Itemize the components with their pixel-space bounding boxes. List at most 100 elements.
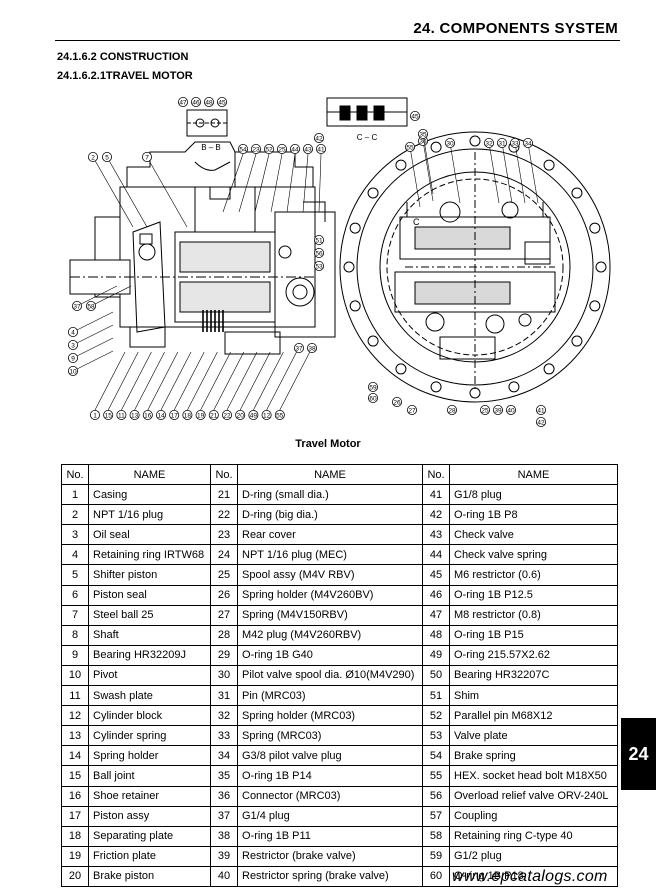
- part-name: O-ring 1B P12.5: [449, 584, 618, 606]
- part-name: Brake spring: [449, 745, 618, 767]
- leader-line: [422, 133, 434, 195]
- callout-top: 41: [315, 144, 326, 155]
- part-name: Pivot: [88, 664, 211, 687]
- part-name: Ball joint: [88, 765, 211, 787]
- part-number: 15: [61, 765, 89, 787]
- callout-rearview-bottom: 28: [446, 404, 457, 415]
- svg-text:30: 30: [446, 140, 454, 147]
- leader-line: [160, 351, 192, 411]
- callout-left: 9: [67, 352, 78, 363]
- part-number: 29: [210, 644, 238, 666]
- part-name: Coupling: [449, 805, 618, 827]
- svg-text:56: 56: [315, 250, 323, 257]
- part-number: 45: [422, 564, 450, 586]
- part-number: 31: [210, 685, 238, 707]
- leader-line: [422, 140, 434, 202]
- part-name: D-ring (big dia.): [237, 504, 423, 526]
- bolt-hole: [508, 381, 520, 393]
- header-name-1: NAME: [88, 463, 211, 486]
- svg-text:5: 5: [105, 154, 109, 161]
- part-name: Shoe retainer: [88, 785, 211, 807]
- svg-text:49: 49: [250, 412, 258, 419]
- svg-text:35: 35: [419, 131, 427, 138]
- part-number: 26: [210, 584, 238, 606]
- leader-line: [213, 351, 245, 411]
- callout-rearview-bottom: 41: [535, 404, 546, 415]
- callout-bottom: 11: [116, 409, 127, 420]
- part-name: Cylinder spring: [88, 725, 211, 747]
- callout-rearview-bottom: 39: [492, 404, 503, 415]
- svg-text:28: 28: [448, 407, 456, 414]
- leader-line: [222, 153, 244, 213]
- leader-line: [318, 153, 322, 213]
- callout-bottom: 13: [129, 409, 140, 420]
- bolt-hole: [395, 363, 407, 375]
- part-name: M42 plug (M4V260RBV): [237, 624, 423, 646]
- svg-text:44: 44: [291, 146, 299, 153]
- leader-line: [106, 156, 148, 228]
- callout-rearview-bottom: 60: [367, 392, 378, 403]
- header-no-2: No.: [210, 463, 238, 486]
- part-name: Spool assy (M4V RBV): [237, 564, 423, 586]
- svg-text:11: 11: [118, 412, 125, 419]
- callout-top: 23: [250, 144, 261, 155]
- callout-left: 4: [67, 326, 78, 337]
- svg-text:27: 27: [408, 407, 416, 414]
- part-number: 13: [61, 725, 89, 747]
- callout-bottom: 16: [142, 409, 153, 420]
- svg-text:37: 37: [73, 303, 81, 310]
- callout-bb: 47: [178, 97, 189, 107]
- part-name: G1/4 plug: [237, 805, 423, 827]
- part-number: 52: [422, 705, 450, 727]
- svg-text:14: 14: [157, 412, 165, 419]
- svg-text:31: 31: [498, 140, 506, 147]
- bolt-hole: [469, 135, 481, 147]
- part-name: Pilot valve spool dia. Ø10(M4V290): [237, 664, 423, 687]
- svg-text:15: 15: [105, 412, 113, 419]
- svg-text:18: 18: [184, 412, 192, 419]
- leader-line: [266, 351, 297, 411]
- section-heading: 24.1.6.2 CONSTRUCTION: [57, 51, 189, 63]
- svg-text:25: 25: [278, 146, 286, 153]
- watermark: www.epcatalogs.com: [452, 868, 608, 885]
- part-number: 4: [61, 544, 89, 566]
- svg-text:43: 43: [304, 146, 312, 153]
- leader-line: [121, 351, 152, 411]
- callout-bb: 46: [190, 97, 201, 107]
- part-name: Separating plate: [88, 825, 211, 847]
- callout-left: 58: [85, 300, 96, 311]
- part-number: 24: [210, 544, 238, 566]
- bolt-hole: [367, 187, 379, 199]
- leader-line: [92, 156, 134, 228]
- callout-bottom: 20: [235, 409, 246, 420]
- page-title: 24. COMPONENTS SYSTEM: [413, 20, 618, 37]
- leader-line: [254, 153, 270, 213]
- part-number: 34: [210, 745, 238, 767]
- part-number: 22: [210, 504, 238, 526]
- svg-text:38: 38: [308, 345, 316, 352]
- svg-text:16: 16: [144, 412, 152, 419]
- callout-top: 54: [237, 144, 248, 155]
- part-number: 23: [210, 524, 238, 546]
- part-number: 41: [422, 484, 450, 506]
- part-name: NPT 1/16 plug: [88, 504, 211, 526]
- svg-text:1: 1: [93, 412, 97, 419]
- part-name: Check valve: [449, 524, 618, 546]
- svg-text:42: 42: [537, 419, 545, 426]
- svg-text:45: 45: [411, 113, 419, 120]
- svg-text:34: 34: [524, 140, 532, 147]
- leader-line: [253, 351, 284, 411]
- part-name: Casing: [88, 484, 211, 506]
- svg-text:40: 40: [507, 407, 515, 414]
- header-no-1: No.: [61, 463, 89, 486]
- leader-line: [449, 142, 461, 204]
- callout-right: 42: [313, 133, 324, 144]
